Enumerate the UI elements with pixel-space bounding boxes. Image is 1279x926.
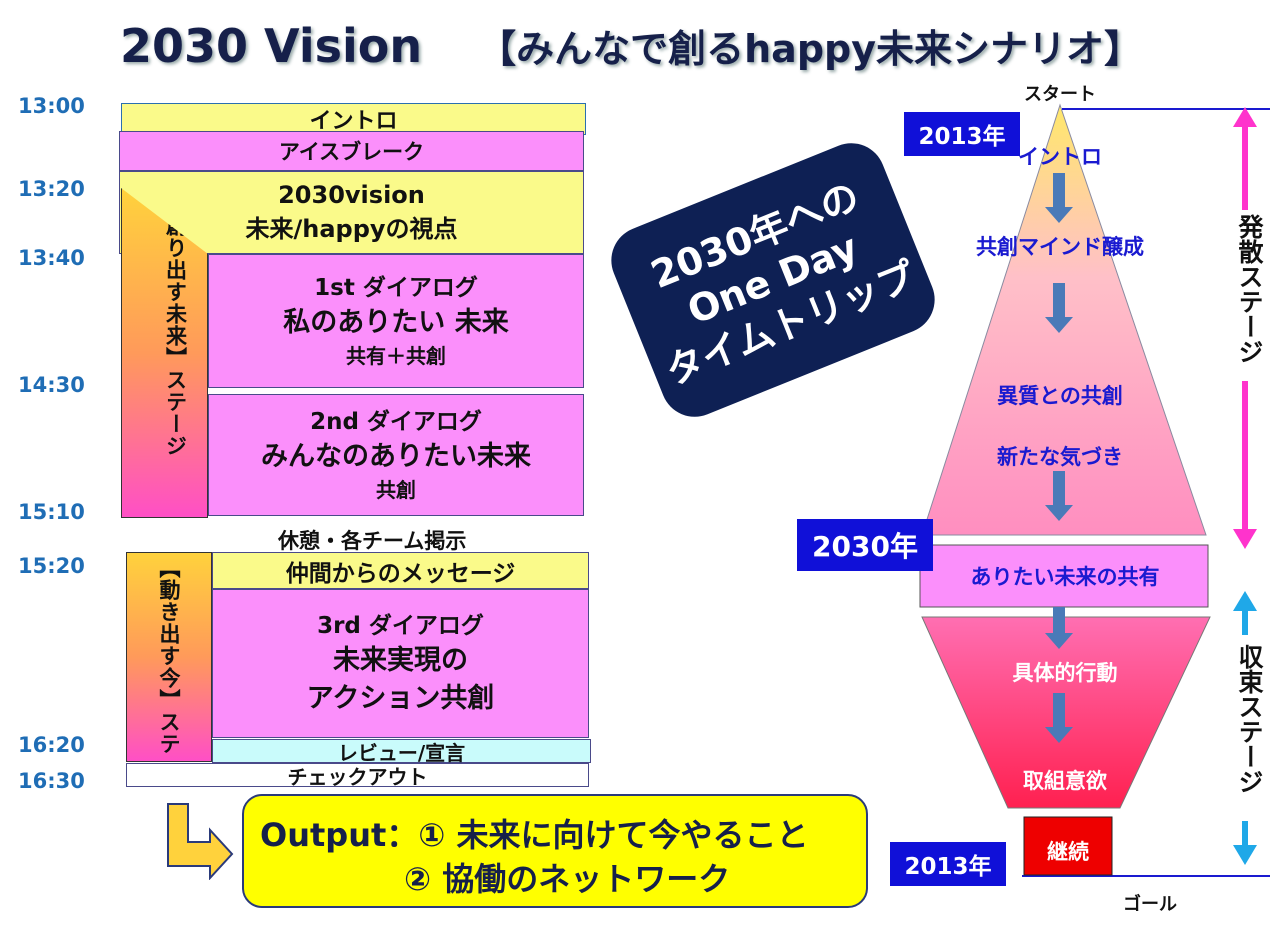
time-label: 16:20	[18, 733, 85, 757]
dialog3-block: 3rd ダイアログ 未来実現の アクション共創	[212, 589, 589, 738]
step-action: 具体的行動	[1012, 661, 1118, 685]
dialog1-line3: 共有＋共創	[346, 343, 446, 368]
stage-move-now-label: 【動き出す今】ステ	[157, 557, 181, 755]
year-end-badge: 2013年	[890, 842, 1006, 886]
continue-box	[1023, 816, 1113, 876]
icebreak-block: アイスブレーク	[119, 131, 584, 171]
output-line1: Output：① 未来に向けて今やること	[260, 816, 809, 854]
year-start-label: 2013年	[918, 124, 1006, 150]
dialog3-line1: 3rd ダイアログ	[317, 612, 484, 639]
converge-arrow-icon	[1233, 591, 1257, 865]
down-arrow-icon	[1045, 471, 1073, 521]
time-trip-badge: 2030年への One Day タイムトリップ	[601, 132, 945, 428]
dialog2-block: 2nd ダイアログ みんなのありたい未来 共創	[208, 394, 584, 516]
dialog1-line2: 私のありたい 未来	[283, 307, 509, 339]
stage-create-future-label: 【創り出す未来】ステージ	[163, 193, 188, 457]
down-arrow-icon	[1045, 693, 1073, 743]
review-label: レビュー/宣言	[337, 740, 466, 765]
stage-diverge-label: 発散ステージ	[1231, 210, 1267, 368]
title-main: 2030 Vision	[120, 19, 423, 73]
year-2030-label: 2030年	[812, 530, 918, 563]
icebreak-label: アイスブレーク	[278, 140, 425, 164]
time-label: 13:20	[18, 177, 85, 201]
vision-line2: 未来/happyの視点	[245, 214, 458, 243]
year-2030-badge: 2030年	[797, 519, 933, 571]
step-continue: 継続	[1047, 840, 1089, 864]
time-label: 16:30	[18, 769, 85, 793]
dialog1-block: 1st ダイアログ 私のありたい 未来 共有＋共創	[208, 254, 584, 388]
start-label: スタート	[1024, 84, 1096, 105]
time-label: 13:00	[18, 94, 85, 118]
dialog3-line3: アクション共創	[306, 682, 495, 714]
stage-converge-label: 収束ステージ	[1231, 640, 1267, 798]
down-arrow-icons	[1045, 173, 1073, 743]
curved-arrow-icon	[167, 803, 234, 880]
stage-move-now: 【動き出す今】ステ	[126, 552, 212, 762]
break-label: 休憩・各チーム掲示	[278, 529, 467, 553]
checkout-block: チェックアウト	[126, 763, 589, 789]
step-intro: イントロ	[1018, 145, 1102, 169]
page-title: 2030 Vision 【みんなで創るhappy未来シナリオ】	[120, 18, 1142, 73]
dialog2-line2: みんなのありたい未来	[261, 441, 531, 473]
dialog1-line1: 1st ダイアログ	[314, 275, 478, 301]
time-label: 13:40	[18, 246, 85, 270]
step-motivation: 取組意欲	[1023, 769, 1107, 793]
checkout-label: チェックアウト	[287, 764, 428, 789]
goal-label: ゴール	[1123, 894, 1177, 915]
converge-trapezoid	[921, 616, 1211, 809]
stage-create-future: 【創り出す未来】ステージ	[121, 188, 208, 518]
step-share: ありたい未来の共有	[970, 565, 1160, 589]
down-arrow-icon	[1045, 283, 1073, 333]
message-label: 仲間からのメッセージ	[285, 560, 516, 587]
down-arrow-icon	[1045, 173, 1073, 223]
dialog2-line3: 共創	[376, 477, 416, 502]
step-insight: 新たな気づき	[997, 445, 1123, 469]
intro-block: イントロ	[121, 103, 586, 135]
intro-label: イントロ	[309, 109, 398, 134]
year-end-label: 2013年	[904, 854, 992, 880]
vision-block: 2030vision 未来/happyの視点	[119, 171, 584, 254]
message-block: 仲間からのメッセージ	[212, 552, 589, 589]
shared-future-box	[919, 544, 1209, 608]
output-box: Output：① 未来に向けて今やること ② 協働のネットワーク	[242, 794, 868, 908]
diverge-arrow-icon	[1233, 107, 1257, 549]
dialog3-line2: 未来実現の	[333, 644, 468, 676]
time-label: 14:30	[18, 373, 85, 397]
title-sub: 【みんなで創るhappy未来シナリオ】	[478, 27, 1142, 71]
step-cocreate: 異質との共創	[997, 384, 1123, 408]
step-mindset: 共創マインド醸成	[976, 235, 1144, 259]
vision-line1: 2030vision	[278, 180, 425, 209]
funnel-diagram	[919, 103, 1270, 877]
time-label: 15:20	[18, 554, 85, 578]
down-arrow-icon	[1045, 607, 1073, 649]
dialog2-line1: 2nd ダイアログ	[310, 409, 482, 435]
output-line2: ② 協働のネットワーク	[404, 860, 731, 898]
year-start-badge: 2013年	[904, 112, 1020, 156]
review-block: レビュー/宣言	[212, 739, 591, 765]
time-label: 15:10	[18, 500, 85, 524]
